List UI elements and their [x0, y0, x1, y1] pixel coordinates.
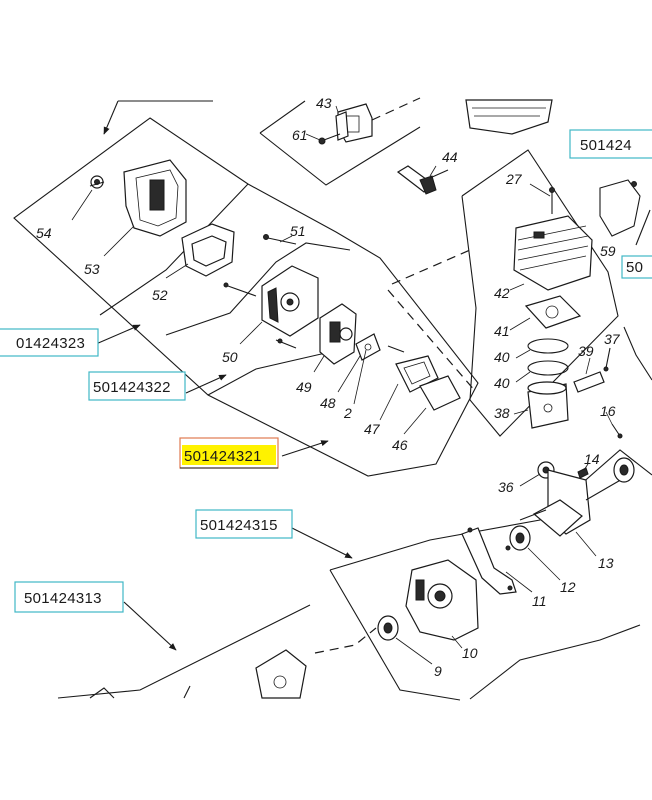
part-10-crankcase	[405, 559, 479, 641]
part-code-box-501424313[interactable]: 501424313	[14, 581, 124, 613]
part-code-box-501424323[interactable]: 01424323	[0, 328, 99, 357]
part-label-59: 59	[600, 243, 616, 259]
part-46-gasket	[419, 375, 461, 411]
part-label-40-upper: 40	[494, 349, 510, 365]
part-code-501424313: 501424313	[24, 590, 102, 607]
part-label-46: 46	[392, 437, 408, 453]
part-label-48: 48	[320, 395, 336, 411]
part-label-9: 9	[434, 663, 442, 679]
part-61-bolt	[318, 133, 341, 145]
part-code-501424322: 501424322	[93, 379, 171, 396]
part-label-53: 53	[84, 261, 100, 277]
part-label-50: 50	[222, 349, 238, 365]
part-code-boxes: 501424 50 01424323 501424322 501424321 5…	[0, 129, 652, 613]
part-code-box-clipped-top-right[interactable]: 501424	[569, 129, 652, 159]
part-code-501424321: 501424321	[184, 448, 262, 465]
part-label-37: 37	[604, 331, 621, 347]
part-42-cylinder	[513, 215, 593, 291]
part-label-36: 36	[498, 479, 514, 495]
part-label-13: 13	[598, 555, 614, 571]
part-label-40-lower: 40	[494, 375, 510, 391]
part-label-39: 39	[578, 343, 594, 359]
part-16-bolt	[611, 423, 623, 439]
part-37-clip	[603, 347, 611, 372]
part-43-bracket	[335, 103, 373, 143]
part-48-gasket	[355, 333, 381, 361]
part-lower-fragment	[89, 649, 307, 699]
part-50-filter-base	[223, 265, 319, 349]
part-code-501424323: 01424323	[16, 335, 85, 352]
part-number-labels: 43 61 44 54 53 52 51 50 49 48 2 47 46 27…	[36, 95, 621, 679]
part-label-54: 54	[36, 225, 52, 241]
part-9-seal	[377, 615, 399, 641]
part-label-14: 14	[584, 451, 600, 467]
part-54-bolt	[89, 175, 105, 189]
part-label-61: 61	[292, 127, 308, 143]
part-label-51: 51	[290, 223, 306, 239]
part-40-piston-rings	[527, 338, 569, 376]
part-label-11: 11	[532, 593, 547, 609]
part-41-base-gasket	[524, 295, 582, 329]
part-13-crankshaft	[519, 469, 625, 537]
part-12-seal	[509, 525, 531, 551]
part-code-box-501424322[interactable]: 501424322	[88, 371, 186, 401]
part-label-44: 44	[442, 149, 458, 165]
part-38-piston	[527, 381, 569, 429]
part-bearing-right	[613, 457, 635, 483]
part-label-16: 16	[600, 403, 616, 419]
part-label-42: 42	[494, 285, 510, 301]
part-14-key	[577, 467, 589, 479]
part-label-41: 41	[494, 323, 510, 339]
part-label-2: 2	[343, 405, 352, 421]
part-label-10: 10	[462, 645, 478, 661]
part-code-box-edge[interactable]: 50	[621, 255, 652, 279]
part-code-box-501424315[interactable]: 501424315	[195, 509, 293, 539]
part-label-52: 52	[152, 287, 168, 303]
part-52-air-filter	[181, 223, 235, 277]
part-label-47: 47	[364, 421, 381, 437]
part-label-38: 38	[494, 405, 510, 421]
part-11-crankcase-gasket	[461, 527, 517, 595]
part-53-air-cover	[123, 159, 187, 237]
part-code-box-501424321-highlighted[interactable]: 501424321	[179, 437, 279, 469]
part-27-screw	[549, 187, 555, 214]
part-label-43: 43	[316, 95, 332, 111]
part-39-piston-pin	[573, 371, 605, 393]
part-drawings	[89, 99, 641, 699]
part-code-clipped-top-right: 501424	[580, 137, 632, 154]
group-outlines	[13, 97, 652, 701]
part-label-12: 12	[560, 579, 576, 595]
part-label-49: 49	[296, 379, 312, 395]
part-49-carburetor	[319, 303, 357, 365]
part-cylinder-cover-fragment	[465, 99, 553, 135]
part-44-spark-plug	[396, 165, 449, 195]
part-code-edge: 50	[626, 259, 643, 276]
part-code-501424315: 501424315	[200, 517, 278, 534]
part-label-27: 27	[505, 171, 523, 187]
callout-leaders	[71, 105, 613, 665]
part-59-fragment	[599, 179, 641, 237]
leader-arrows	[95, 100, 353, 651]
